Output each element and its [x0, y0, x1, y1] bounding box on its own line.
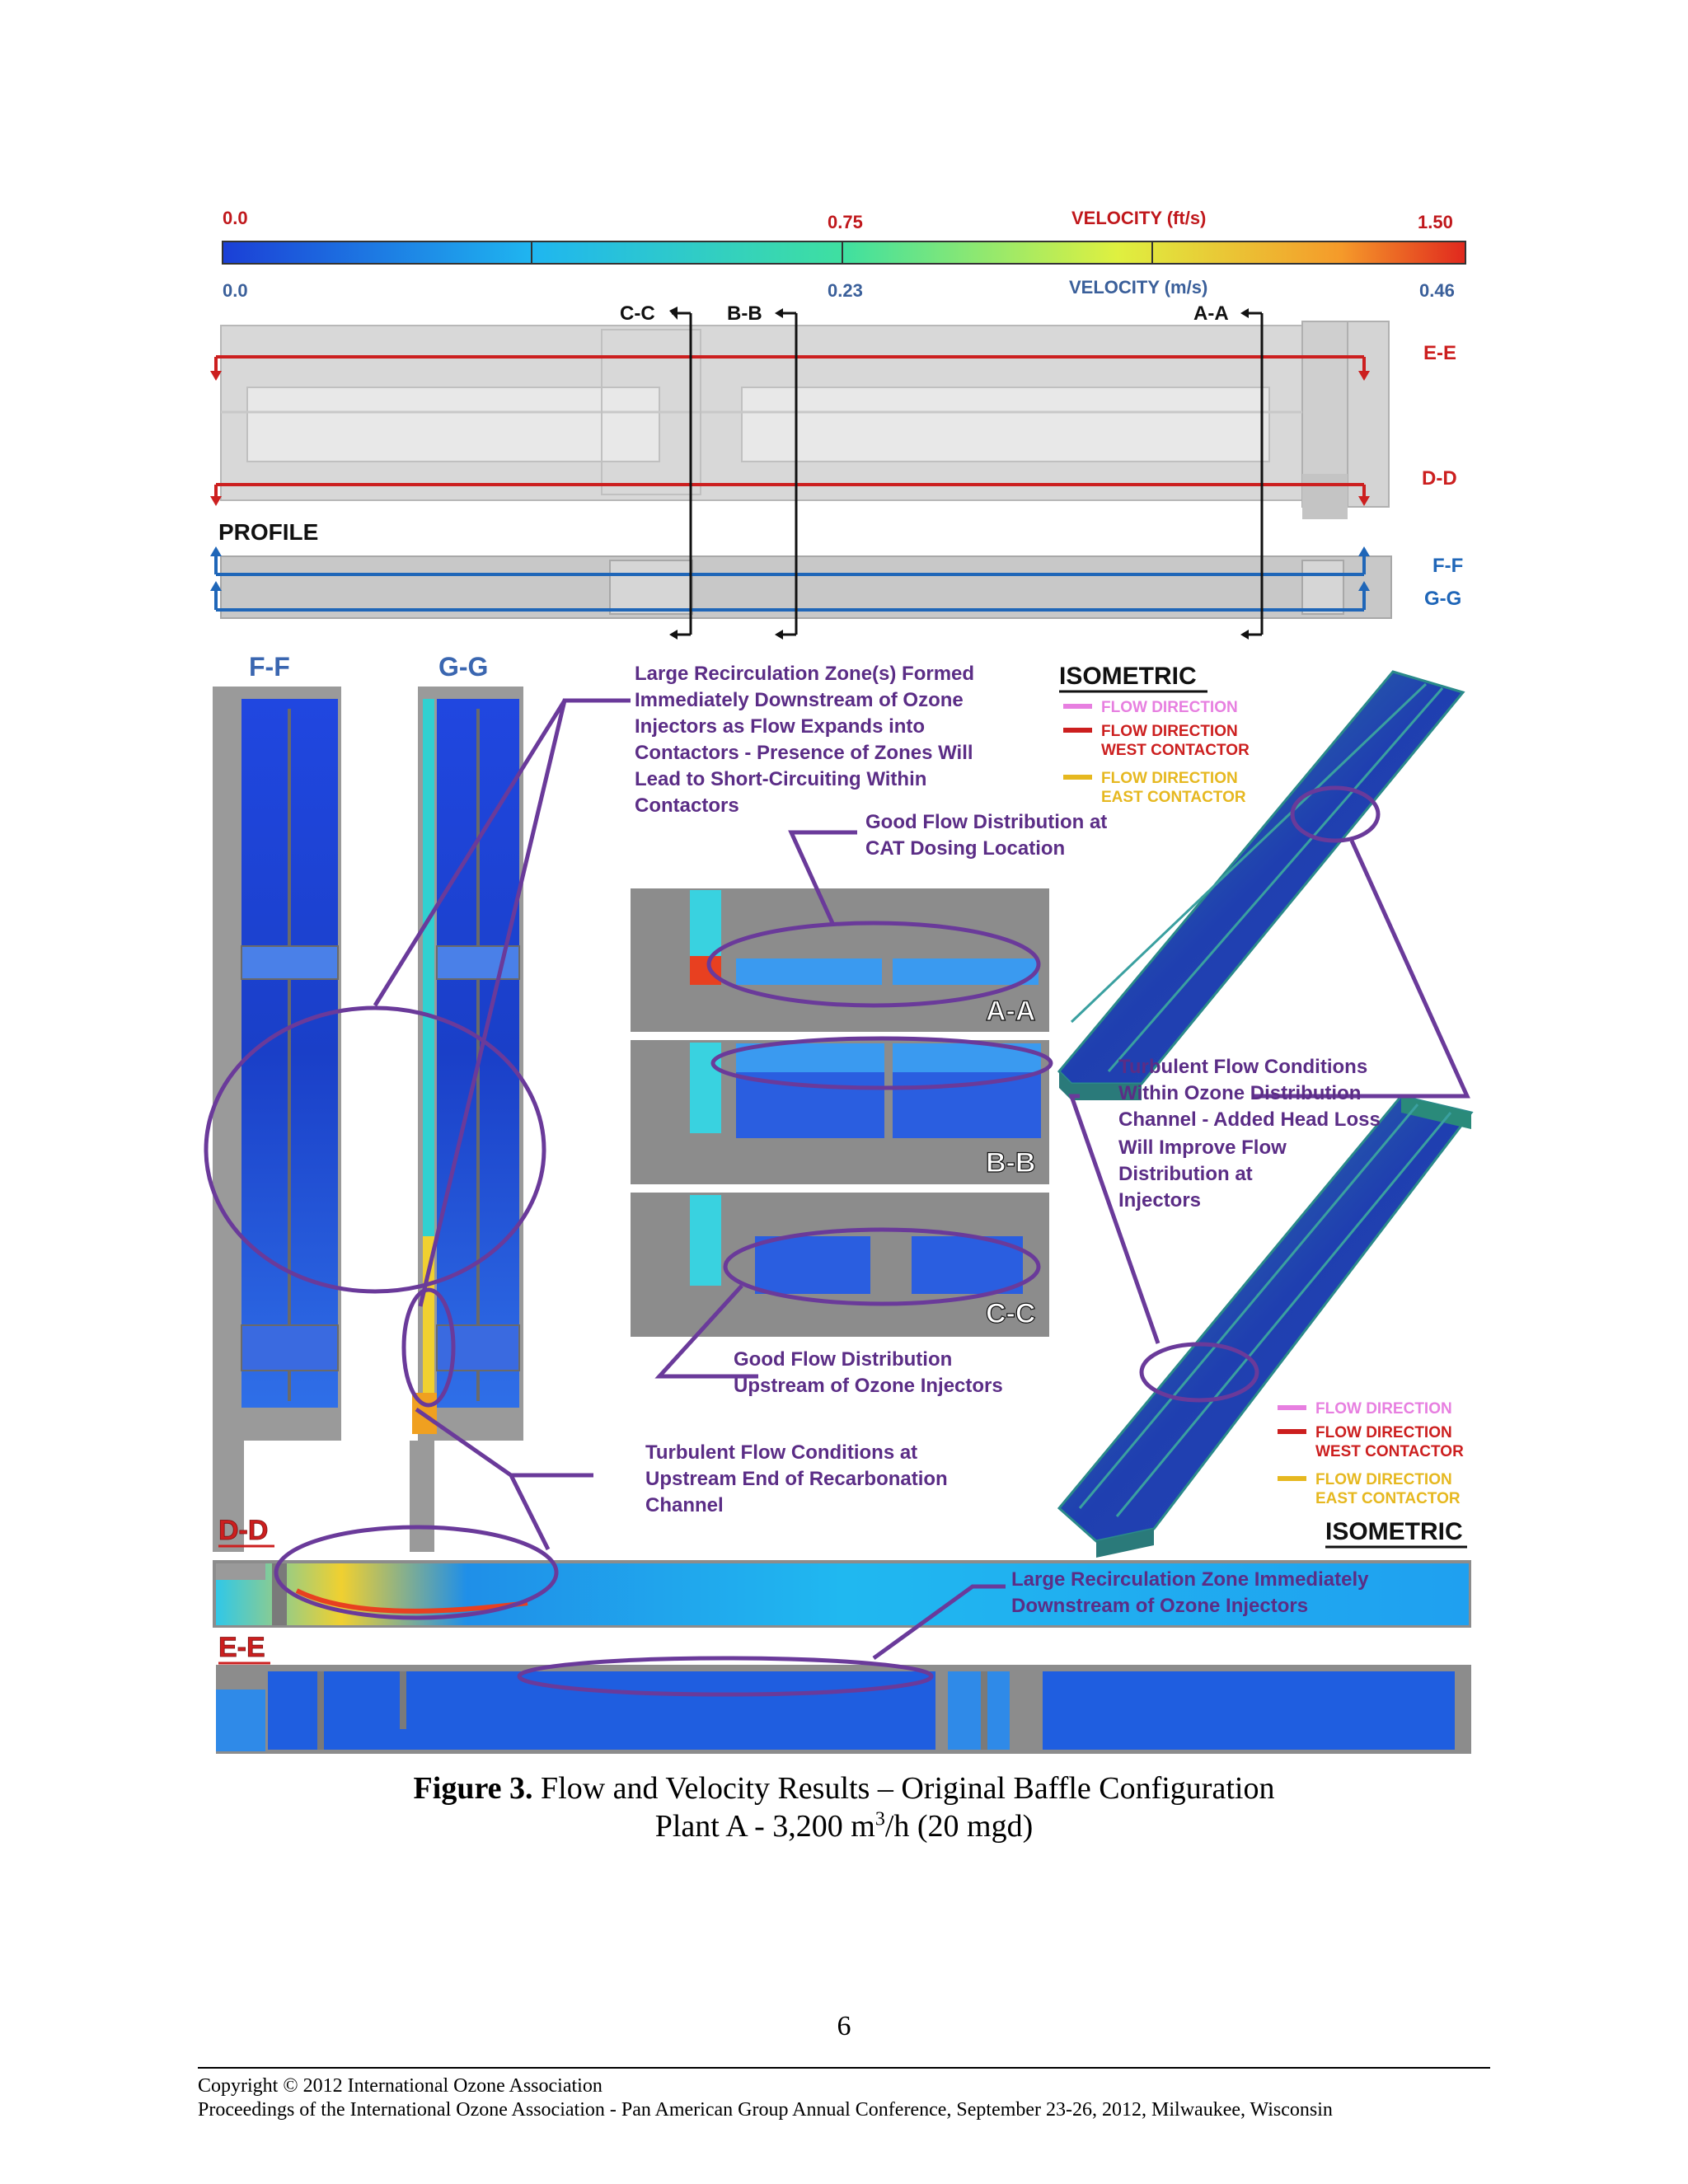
annotation-good-cat: Good Flow Distribution at CAT Dosing Loc… [865, 811, 1107, 860]
annotation-recirc: Large Recirculation Zone(s) Formed Immed… [635, 663, 974, 817]
section-dd-label: D-D [1422, 467, 1457, 490]
bb-title: B-B [986, 1147, 1035, 1179]
section-aa: A-A [631, 888, 1049, 1032]
recirc-line-1: Large Recirculation Zone(s) Formed [635, 663, 974, 685]
large-recirc-line-2: Downstream of Ozone Injectors [1011, 1595, 1308, 1617]
legend-east: EAST CONTACTOR [1101, 789, 1246, 806]
turb-dist-line-4: Will Improve Flow [1118, 1137, 1287, 1159]
section-ff-gg: F-F G-G [213, 652, 523, 1552]
legend-m-mid: 0.23 [828, 280, 863, 301]
good-cat-line-1: Good Flow Distribution at [865, 811, 1107, 833]
section-dd: D-D [213, 1515, 1471, 1628]
large-recirc-line-1: Large Recirculation Zone Immediately [1011, 1568, 1369, 1591]
legend-ft-min: 0.0 [223, 208, 248, 228]
ee-title: E-E [218, 1632, 265, 1663]
isometric-bottom [1057, 1094, 1474, 1558]
annotation-shapes [204, 698, 1470, 1697]
section-cut-lines: C-C B-B A-A [620, 302, 1264, 640]
caption-flow-a: Plant A - 3,200 m [654, 1809, 875, 1844]
legend-east-2: EAST CONTACTOR [1315, 1490, 1461, 1507]
section-bb: B-B [631, 1040, 1049, 1184]
section-aa-label: A-A [1193, 302, 1229, 325]
recirc-line-6: Contactors [635, 794, 739, 817]
profile-label: PROFILE [218, 519, 318, 545]
velocity-colorbar [222, 241, 1466, 265]
good-up-line-1: Good Flow Distribution [734, 1348, 952, 1371]
legend-ft-mid: 0.75 [828, 212, 863, 232]
gg-title: G-G [438, 652, 488, 682]
legend-flow-west-2: FLOW DIRECTION [1315, 1424, 1452, 1441]
legend-flow-pink-2: FLOW DIRECTION [1315, 1400, 1452, 1418]
isometric-top [1057, 670, 1465, 1100]
cfd-figure: 0.0 0.75 VELOCITY (ft/s) 1.50 0.0 0.23 V… [204, 208, 1474, 1754]
turb-dist-line-2: Within Ozone Distribution [1118, 1082, 1361, 1104]
annotation-turbulent-recarb: Turbulent Flow Conditions at Upstream En… [645, 1441, 948, 1516]
recirc-line-5: Lead to Short-Circuiting Within [635, 768, 926, 790]
turb-recarb-line-3: Channel [645, 1494, 724, 1516]
figure-label: Figure 3. [413, 1771, 533, 1806]
figure-caption-line-2: Plant A - 3,200 m3/h (20 mgd) [0, 1808, 1688, 1844]
annotation-good-upstream: Good Flow Distribution Upstream of Ozone… [734, 1348, 1003, 1397]
plan-view: E-E D-D [210, 321, 1457, 519]
page-number: 6 [837, 2011, 851, 2041]
turb-dist-line-5: Distribution at [1118, 1163, 1253, 1185]
turb-dist-line-1: Turbulent Flow Conditions [1118, 1056, 1367, 1078]
good-up-line-2: Upstream of Ozone Injectors [734, 1375, 1003, 1397]
section-ee: E-E [216, 1632, 1471, 1754]
legend-flow-east-2: FLOW DIRECTION [1315, 1471, 1452, 1488]
legend-m-title: VELOCITY (m/s) [1069, 277, 1207, 298]
ff-title: F-F [249, 652, 290, 682]
section-cc-label: C-C [620, 302, 655, 325]
velocity-legend: 0.0 0.75 VELOCITY (ft/s) 1.50 0.0 0.23 V… [222, 208, 1466, 301]
recirc-line-3: Injectors as Flow Expands into [635, 715, 925, 738]
section-ee-label: E-E [1423, 342, 1456, 364]
turb-dist-line-3: Channel - Added Head Loss [1118, 1108, 1381, 1131]
section-ff-label: F-F [1432, 555, 1463, 577]
legend-ft-title: VELOCITY (ft/s) [1071, 208, 1206, 228]
legend-flow-pink: FLOW DIRECTION [1101, 699, 1238, 716]
legend-m-min: 0.0 [223, 280, 248, 301]
footer-copyright: Copyright © 2012 International Ozone Ass… [198, 2075, 603, 2097]
isometric-legend-top: ISOMETRIC FLOW DIRECTION FLOW DIRECTION … [1059, 663, 1250, 806]
caption-flow-b: /h (20 mgd) [884, 1809, 1034, 1844]
footer-rule [198, 2067, 1490, 2069]
section-gg-label: G-G [1424, 588, 1461, 610]
caption-flow-sup: 3 [874, 1808, 885, 1830]
section-bb-label: B-B [727, 302, 762, 325]
section-cc: C-C [631, 1193, 1049, 1337]
recirc-line-4: Contactors - Presence of Zones Will [635, 742, 973, 764]
isometric-title-top: ISOMETRIC [1059, 663, 1197, 690]
profile-view: PROFILE F-F G-G [210, 519, 1463, 619]
annotation-large-recirc: Large Recirculation Zone Immediately Dow… [1011, 1568, 1369, 1617]
figure-caption-line-1: Figure 3. Flow and Velocity Results – Or… [0, 1770, 1688, 1807]
good-cat-line-2: CAT Dosing Location [865, 837, 1065, 860]
legend-ft-max: 1.50 [1418, 212, 1453, 232]
recirc-line-2: Immediately Downstream of Ozone [635, 689, 964, 711]
turb-recarb-line-1: Turbulent Flow Conditions at [645, 1441, 917, 1464]
turb-dist-line-6: Injectors [1118, 1189, 1201, 1212]
turb-recarb-line-2: Upstream End of Recarbonation [645, 1468, 948, 1490]
footer-proceedings: Proceedings of the International Ozone A… [198, 2099, 1333, 2121]
legend-flow-west: FLOW DIRECTION [1101, 723, 1238, 740]
legend-m-max: 0.46 [1419, 280, 1455, 301]
legend-west-2: WEST CONTACTOR [1315, 1443, 1464, 1460]
isometric-legend-bottom: FLOW DIRECTION FLOW DIRECTION WEST CONTA… [1278, 1400, 1467, 1549]
aa-title: A-A [986, 996, 1035, 1027]
legend-flow-east: FLOW DIRECTION [1101, 770, 1238, 787]
annotation-turbulent-dist: Turbulent Flow Conditions Within Ozone D… [1118, 1056, 1381, 1212]
cc-title: C-C [986, 1298, 1035, 1329]
legend-west: WEST CONTACTOR [1101, 742, 1250, 759]
isometric-title-bottom: ISOMETRIC [1325, 1518, 1463, 1545]
figure-title: Flow and Velocity Results – Original Baf… [532, 1771, 1275, 1806]
dd-title: D-D [218, 1515, 268, 1546]
